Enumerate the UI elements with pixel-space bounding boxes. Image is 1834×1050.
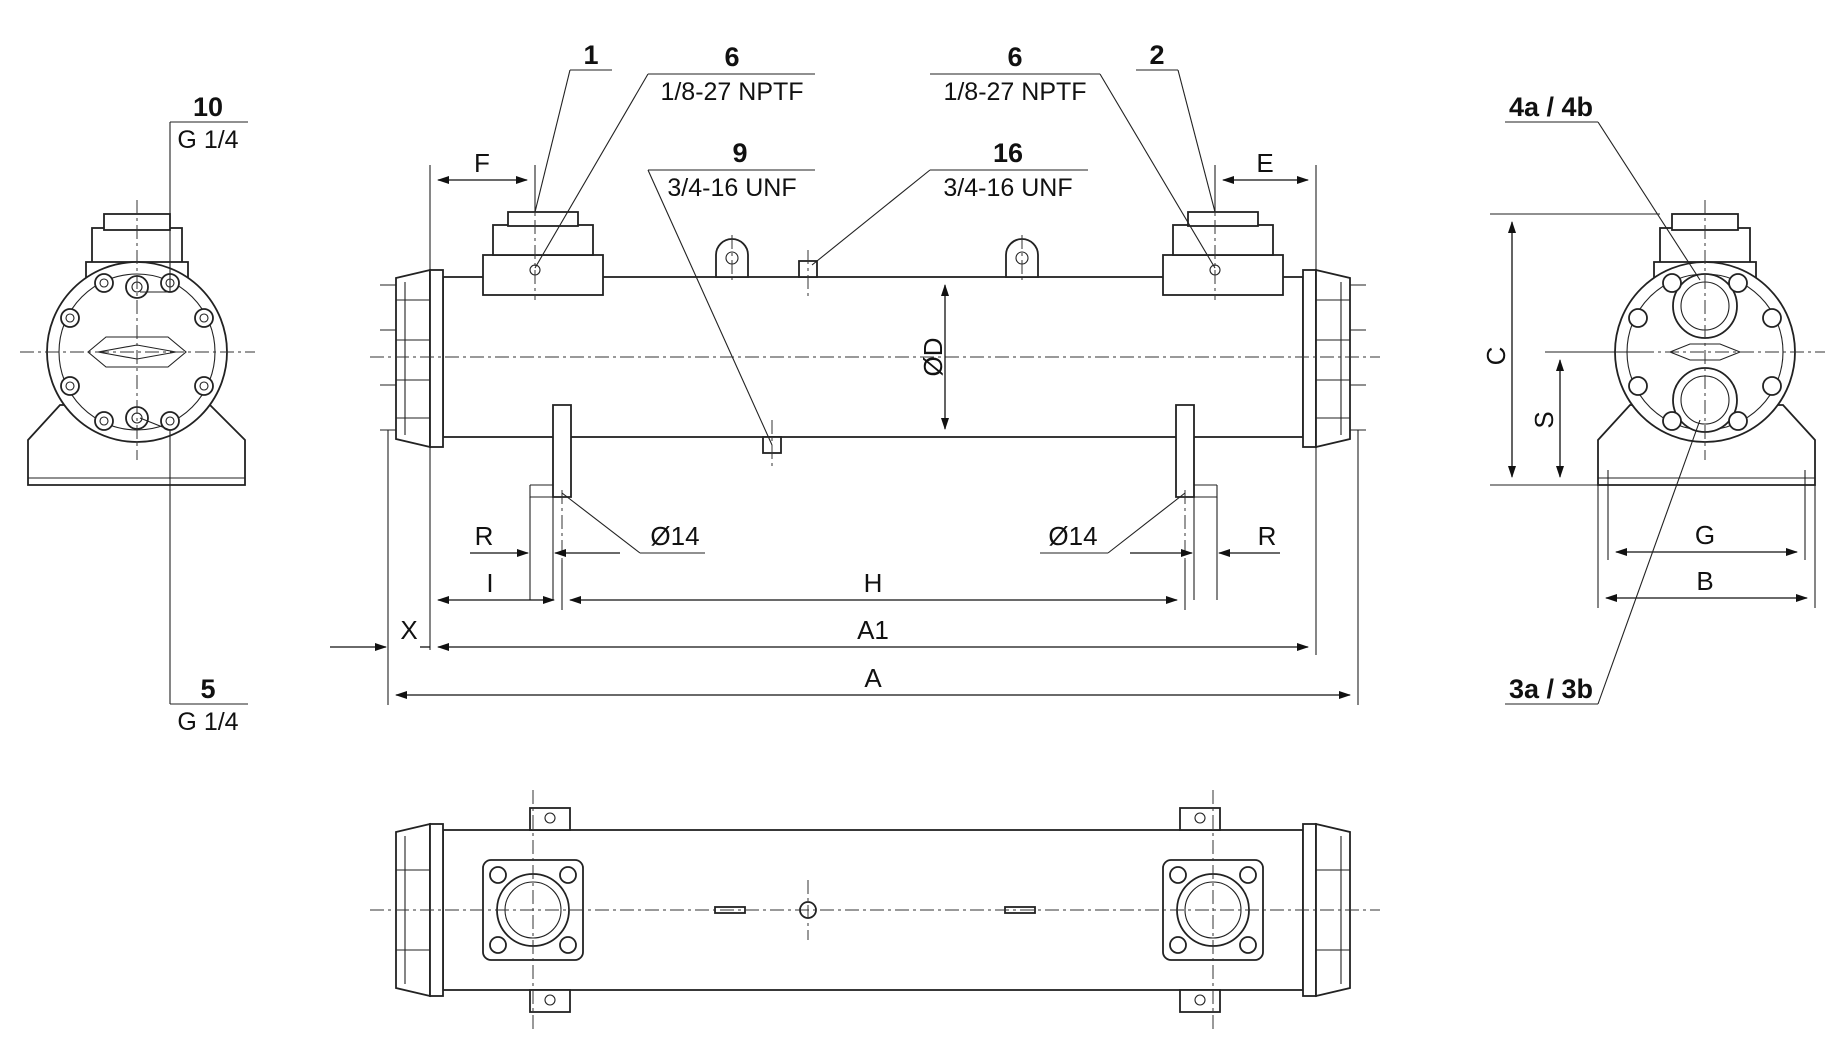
callout-9-number: 9 — [732, 138, 747, 168]
dim-F: F — [474, 148, 490, 178]
front-view — [370, 195, 1380, 560]
callout-2-number: 2 — [1149, 40, 1164, 70]
callout-10-spec: G 1/4 — [177, 126, 238, 154]
callout-16-spec: 3/4-16 UNF — [943, 174, 1072, 202]
dim-A1: A1 — [857, 615, 889, 645]
top-view — [370, 790, 1380, 1030]
dim-hole-right: Ø14 — [1048, 521, 1097, 551]
flange-bolts-right — [1628, 273, 1782, 431]
callout-9-spec: 3/4-16 UNF — [667, 174, 796, 202]
dim-X: X — [400, 615, 417, 645]
front-dimensions — [330, 69, 1359, 705]
right-end-view — [1490, 121, 1825, 705]
dim-C: C — [1481, 347, 1511, 366]
left-end-view — [20, 121, 255, 705]
dim-G: G — [1695, 520, 1715, 550]
callout-6b-spec: 1/8-27 NPTF — [943, 78, 1086, 106]
callout-16-number: 16 — [993, 138, 1023, 168]
dim-E: E — [1256, 148, 1273, 178]
callout-5-spec: G 1/4 — [177, 708, 238, 736]
callout-3-number: 3a / 3b — [1509, 674, 1593, 704]
dim-S: S — [1529, 411, 1559, 428]
dim-OD: ØD — [918, 338, 948, 377]
dim-B: B — [1696, 566, 1713, 596]
callout-6a-number: 6 — [724, 42, 739, 72]
callout-6b-number: 6 — [1007, 42, 1022, 72]
callout-6a-spec: 1/8-27 NPTF — [660, 78, 803, 106]
dimension-labels: F E ØD R R Ø14 Ø14 I H X A1 A C S G B — [400, 148, 1715, 693]
callout-5-number: 5 — [200, 674, 215, 704]
dim-I: I — [486, 568, 493, 598]
dim-R-left: R — [475, 521, 494, 551]
dim-hole-left: Ø14 — [650, 521, 699, 551]
dim-A: A — [864, 663, 882, 693]
callout-4-number: 4a / 4b — [1509, 92, 1593, 122]
callout-10-number: 10 — [193, 92, 223, 122]
callout-1-number: 1 — [583, 40, 598, 70]
dim-R-right: R — [1258, 521, 1277, 551]
dim-H: H — [864, 568, 883, 598]
callout-labels: 10 G 1/4 5 G 1/4 1 6 1/8-27 NPTF 6 1/8-2… — [177, 40, 1593, 736]
